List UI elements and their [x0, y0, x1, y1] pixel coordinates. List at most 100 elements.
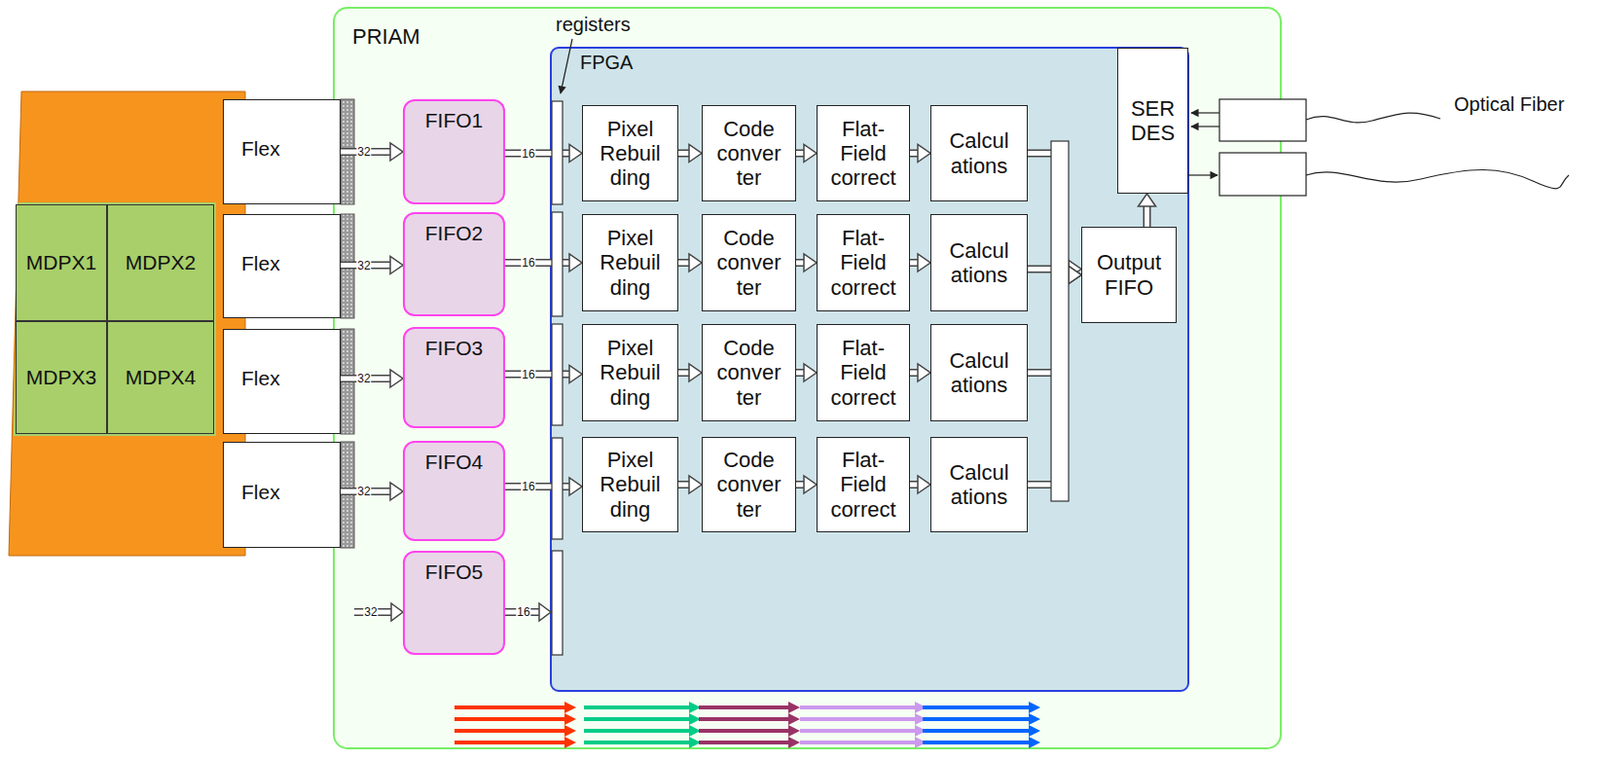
bus-arrow — [678, 475, 702, 494]
flex-cable: Flex — [222, 99, 341, 205]
arrow-head — [803, 475, 817, 494]
process-box: Code conver ter — [701, 436, 797, 533]
arrow-head — [917, 254, 931, 272]
node-label: FIFO5 — [425, 560, 484, 584]
sensor-chip: MDPX4 — [107, 321, 215, 435]
node-label: Calcul ations — [935, 128, 1023, 179]
node-label: Flat- Field correct — [821, 116, 906, 191]
sensor-chip: MDPX3 — [15, 321, 108, 435]
arrow-head — [390, 369, 403, 388]
flow-head — [788, 736, 800, 749]
process-box: Pixel Rebuil ding — [581, 214, 679, 312]
arrow-shaft-inner — [678, 150, 691, 156]
arrow-shaft-inner — [678, 482, 691, 488]
optical-transceiver — [1219, 99, 1307, 142]
flow-line — [583, 705, 691, 710]
arrow-head — [1138, 193, 1157, 207]
pipeline-flow-arrows — [454, 701, 1041, 749]
bus-arrow — [505, 254, 582, 272]
arrow-head — [917, 363, 931, 382]
flow-head — [564, 736, 577, 749]
flow-head — [1028, 736, 1041, 749]
node-label: Flat- Field correct — [821, 225, 906, 300]
node-label: MDPX2 — [125, 251, 196, 275]
arrow-head — [390, 256, 403, 275]
flex-cable: Flex — [222, 214, 341, 319]
bus-arrow — [909, 475, 931, 494]
flow-head — [1028, 725, 1041, 737]
arrow-shaft-inner — [678, 370, 691, 376]
arrow-head — [803, 145, 817, 163]
node-label: MDPX1 — [26, 251, 97, 275]
bus-width: 16 — [520, 147, 536, 160]
optical-fiber — [1306, 112, 1441, 123]
flow-head — [788, 713, 800, 726]
flow-head — [1028, 713, 1041, 726]
arrow-head — [803, 254, 817, 272]
register-bar — [551, 437, 563, 540]
arrow-head — [569, 365, 582, 384]
fifo-box: FIFO4 — [402, 440, 506, 542]
process-box: Pixel Rebuil ding — [581, 105, 679, 202]
leader-line — [560, 38, 573, 94]
bus-arrow — [678, 254, 702, 272]
flow-line — [922, 728, 1031, 733]
flow-head — [788, 701, 800, 714]
process-box: Pixel Rebuil ding — [581, 436, 679, 533]
sensor-chip: MDPX1 — [15, 204, 108, 322]
bus-width: 16 — [520, 256, 536, 269]
node-label: Code conver ter — [706, 116, 792, 191]
priam-board — [333, 7, 1281, 749]
bus-arrow — [1138, 193, 1157, 227]
bus-arrow — [678, 145, 702, 163]
optical-transceiver — [1219, 152, 1307, 196]
container-box: PRIAMFPGAPixel Rebuil dingCode conver te… — [333, 7, 1281, 749]
process-box: Flat- Field correct — [816, 214, 910, 312]
flow-head — [1028, 701, 1041, 714]
arrow-head — [1068, 266, 1082, 285]
bus-arrow — [909, 363, 931, 382]
bus-arrow — [340, 256, 403, 275]
arrow-head — [569, 254, 582, 272]
bus-width: 32 — [363, 606, 378, 619]
bus-width: 16 — [515, 606, 531, 619]
arrow-head — [917, 145, 931, 163]
bus-arrow — [505, 365, 582, 384]
node-label: Flex — [241, 137, 281, 161]
node-label: FIFO3 — [425, 336, 484, 361]
node-label: PRIAM — [352, 24, 421, 50]
arrow-head — [390, 143, 403, 161]
flow-line — [454, 705, 567, 710]
register-bar — [551, 550, 563, 655]
bus-arrow — [340, 143, 403, 161]
container-box: FPGAPixel Rebuil dingCode conver terFlat… — [550, 47, 1189, 691]
optical-fiber — [1306, 170, 1569, 189]
arrow-head — [917, 475, 931, 494]
arrow-head — [689, 363, 702, 382]
node-label: Pixel Rebuil ding — [586, 116, 674, 191]
process-box: Code conver ter — [701, 105, 797, 202]
process-box: Calcul ations — [930, 105, 1028, 202]
flow-line — [698, 705, 791, 710]
link-arrow — [1188, 174, 1218, 176]
node-label: Pixel Rebuil ding — [586, 335, 674, 410]
register-bar — [551, 212, 563, 317]
arrow-head — [689, 145, 702, 163]
node-label: Code conver ter — [706, 447, 792, 522]
process-box: Calcul ations — [930, 324, 1028, 422]
bus-arrow — [796, 254, 817, 272]
flow-line — [698, 717, 791, 722]
arrow-shaft-inner — [1144, 205, 1150, 227]
flex-cable: Flex — [222, 328, 341, 435]
node-label: Pixel Rebuil ding — [586, 225, 674, 300]
arrow-shaft-inner — [678, 260, 691, 266]
node-label: Flex — [241, 366, 281, 391]
flow-line — [454, 728, 567, 733]
flow-line — [698, 740, 791, 745]
bus-arrow — [796, 475, 817, 494]
sensor-area — [13, 202, 217, 437]
fiber-label: Optical Fiber — [1454, 93, 1564, 116]
node-label: FIFO2 — [425, 221, 484, 246]
flow-line — [454, 740, 567, 745]
